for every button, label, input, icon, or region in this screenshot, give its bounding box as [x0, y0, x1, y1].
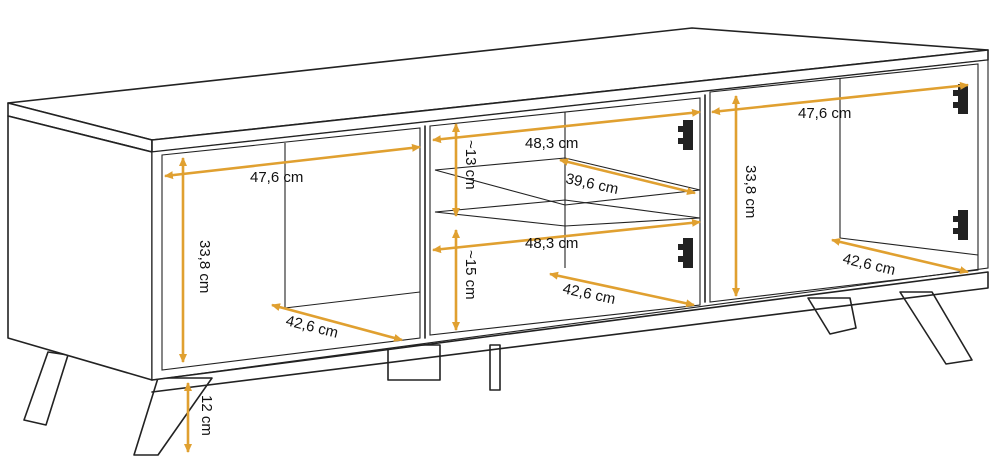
leg-back-right — [807, 297, 857, 335]
label-left-width: 47,6 cm — [250, 169, 303, 186]
dim-middle-depth — [549, 271, 695, 308]
label-middle-top-height: ~13 cm — [462, 140, 479, 190]
left-compartment — [161, 127, 421, 371]
leg-center-foot — [489, 344, 501, 391]
label-leg-height: 12 cm — [198, 395, 215, 436]
dim-middle-shelf-depth — [559, 158, 696, 195]
cabinet-body — [7, 27, 989, 393]
label-middle-bottom-width: 48,3 cm — [525, 235, 578, 252]
label-middle-bottom-height: ~15 cm — [462, 250, 479, 300]
dim-right-depth — [831, 237, 969, 275]
dim-left-width — [164, 143, 421, 180]
right-compartment — [709, 63, 979, 303]
hinge-icon — [953, 210, 968, 240]
base-panel-edge — [151, 271, 989, 393]
leg-center-block — [387, 344, 441, 381]
leg-front-right — [899, 291, 973, 365]
dim-middle-top-width — [432, 108, 701, 144]
dim-right-width — [711, 81, 969, 116]
label-right-height: 33,8 cm — [742, 165, 759, 218]
dim-left-depth — [271, 303, 403, 342]
label-middle-top-width: 48,3 cm — [525, 135, 578, 152]
legs — [23, 291, 973, 456]
label-right-width: 47,6 cm — [798, 105, 851, 122]
label-left-height: 33,8 cm — [196, 240, 213, 293]
leg-front-middle-left — [133, 377, 213, 456]
leg-front-left — [23, 351, 69, 426]
left-side-panel — [7, 115, 153, 381]
dim-middle-bottom-width — [432, 218, 701, 254]
middle-compartment — [429, 97, 701, 336]
glass-shelf-upper — [434, 157, 701, 206]
dimension-lines — [164, 81, 969, 453]
